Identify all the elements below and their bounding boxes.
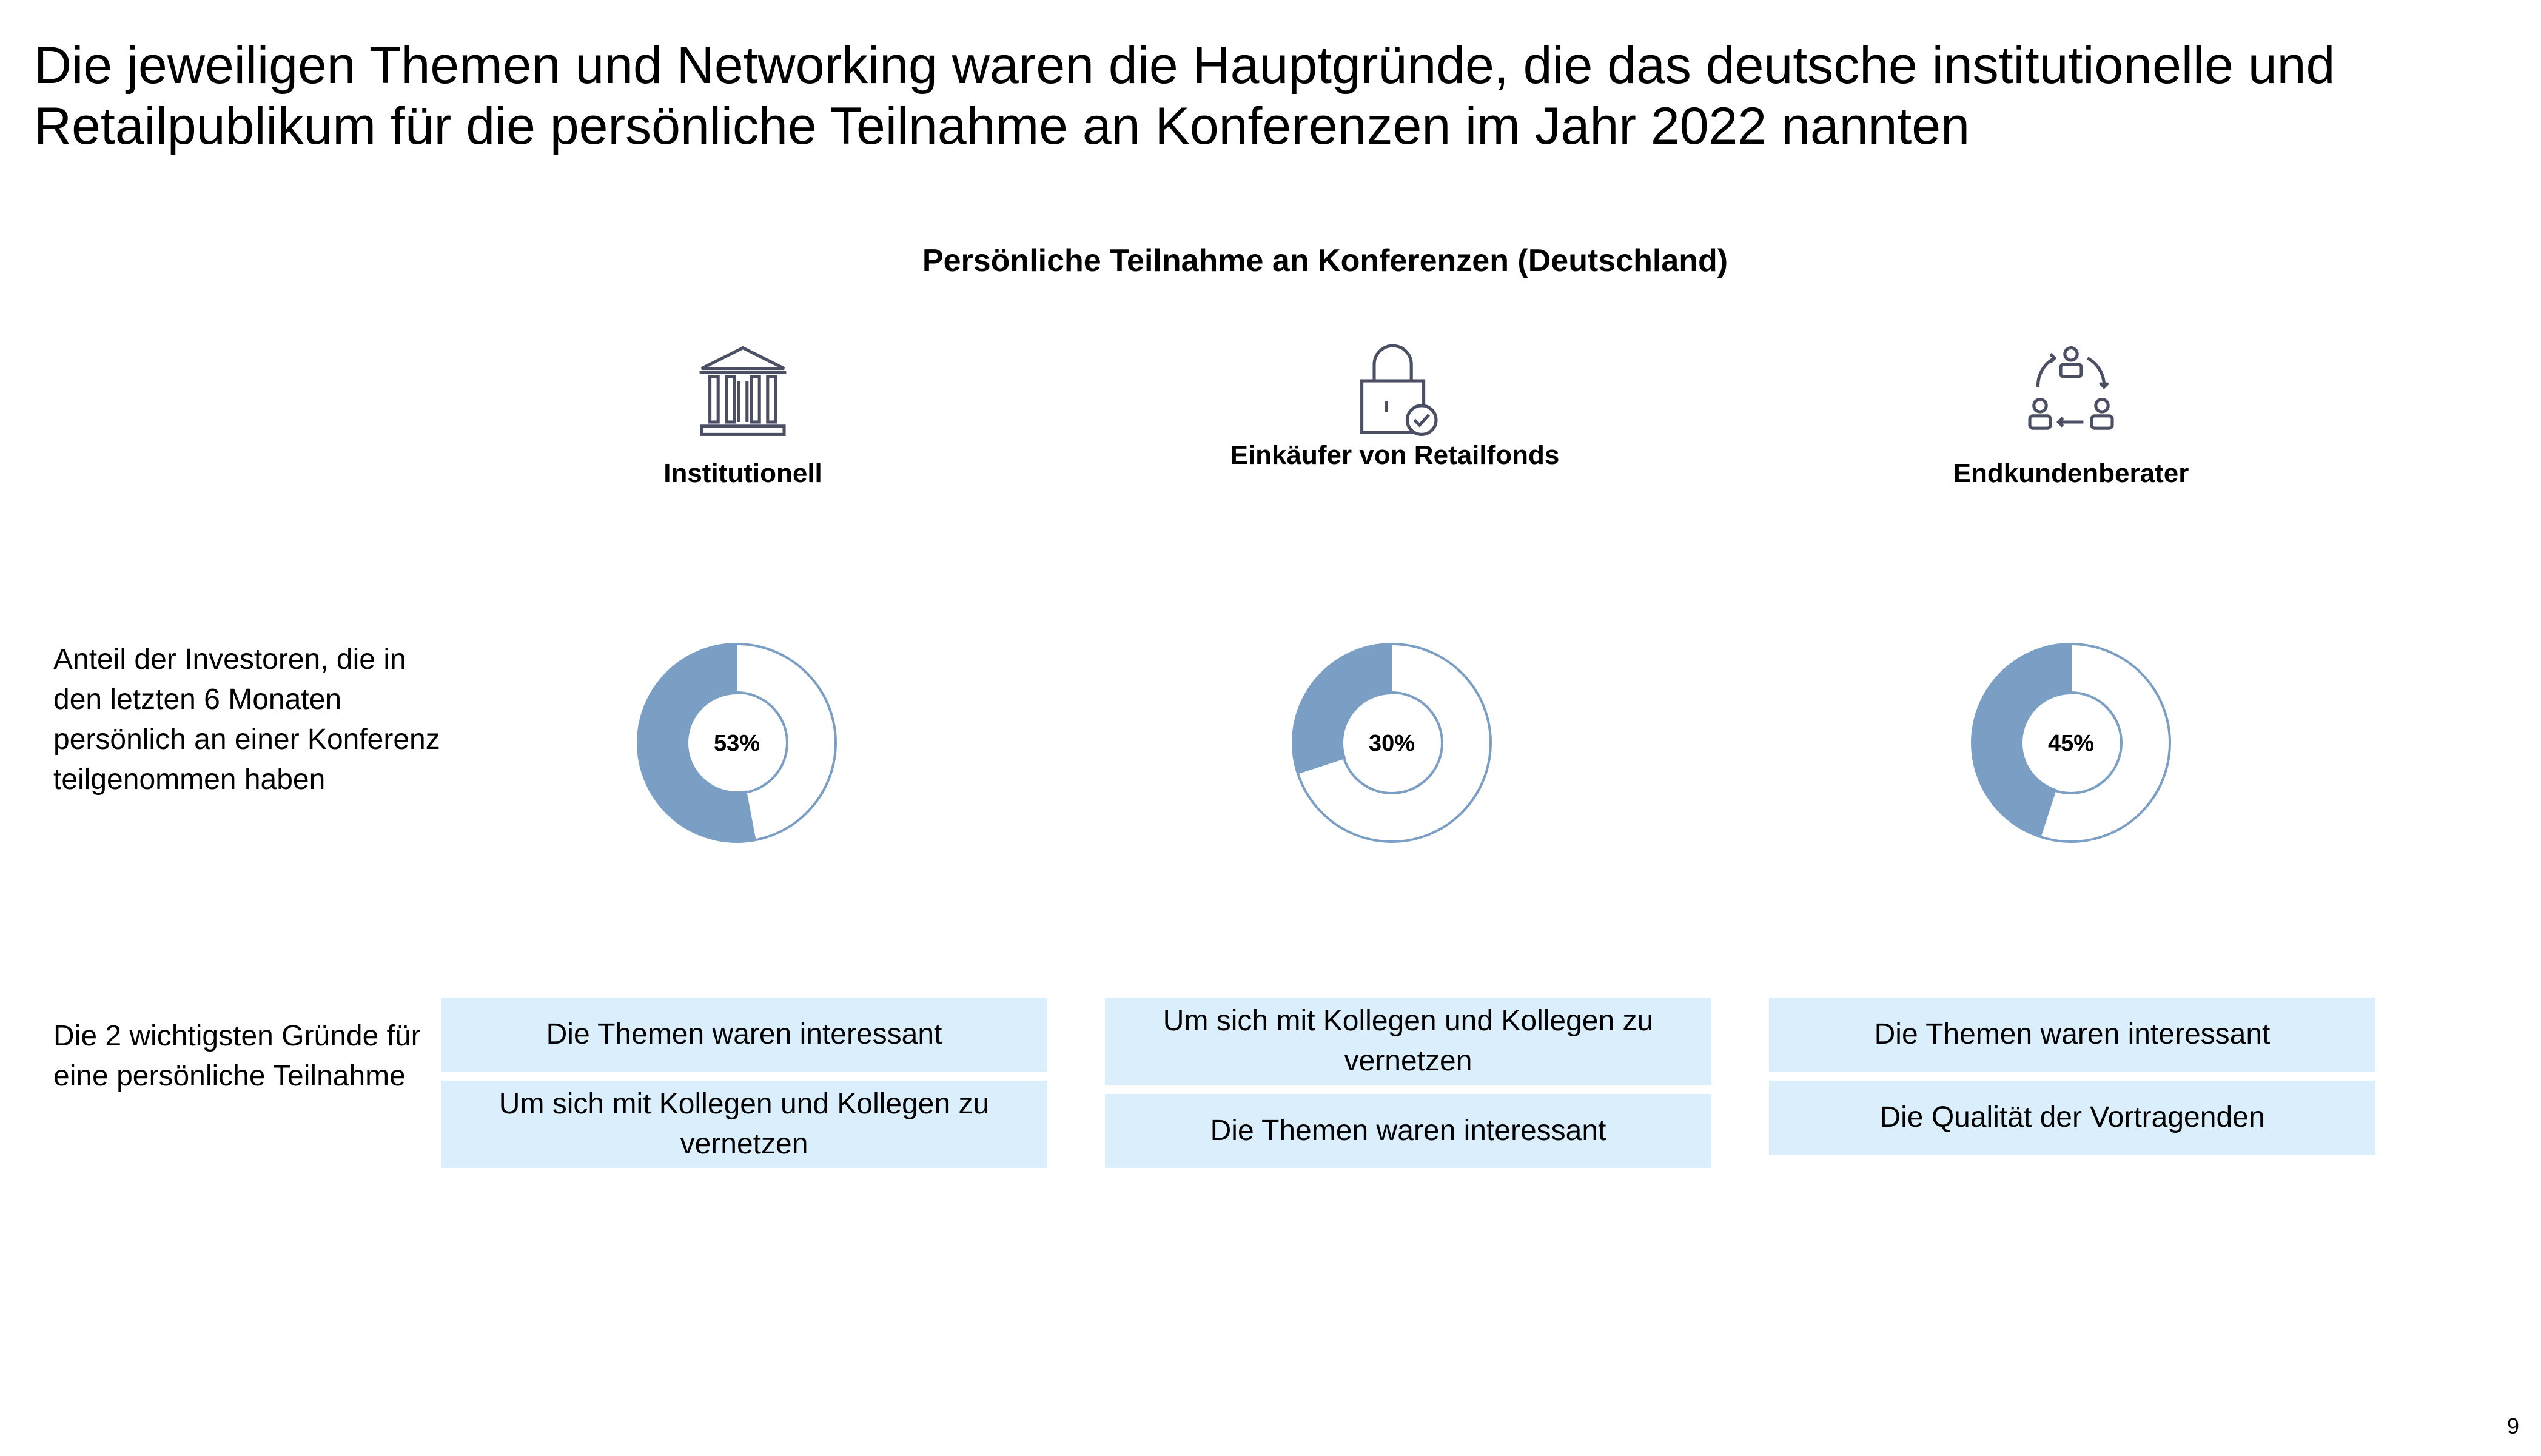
donut-segment — [1972, 643, 2072, 838]
people-cycle-icon — [2028, 346, 2114, 430]
reason-box: Die Themen waren interessant — [1105, 1094, 1711, 1168]
reason-box: Um sich mit Kollegen und Kollegen zu ver… — [1105, 998, 1711, 1085]
reason-box: Die Qualität der Vortragenden — [1769, 1081, 2375, 1155]
donut-chart-institutionell: 53% — [637, 643, 837, 843]
column-label: Endkundenberater — [1953, 458, 2189, 488]
donut-segment — [1292, 643, 1392, 774]
reason-box: Die Themen waren interessant — [441, 998, 1047, 1072]
row-label-share: Anteil der Investoren, die in den letzte… — [53, 643, 440, 796]
donut-value-label: 30% — [1369, 731, 1415, 756]
bank-icon — [699, 346, 787, 436]
donut-value-label: 45% — [2048, 731, 2094, 756]
donut-value-label: 53% — [714, 731, 760, 756]
reason-box: Die Themen waren interessant — [1769, 998, 2375, 1072]
slide-title: Die jeweiligen Themen und Networking war… — [34, 36, 2335, 155]
column-label: Einkäufer von Retailfonds — [1230, 440, 1560, 470]
lock-check-icon — [1360, 344, 1438, 436]
reason-box: Um sich mit Kollegen und Kollegen zu ver… — [441, 1081, 1047, 1168]
donut-segment — [637, 643, 756, 842]
row-label-reasons: Die 2 wichtigsten Gründe für eine persön… — [53, 1020, 421, 1092]
donut-chart-endkundenberater: 45% — [1971, 643, 2171, 843]
donut-chart-retailfonds: 30% — [1292, 643, 1492, 843]
page-number: 9 — [2506, 1414, 2519, 1438]
column-label: Institutionell — [663, 458, 822, 488]
chart-title: Persönliche Teilnahme an Konferenzen (De… — [922, 243, 1728, 278]
